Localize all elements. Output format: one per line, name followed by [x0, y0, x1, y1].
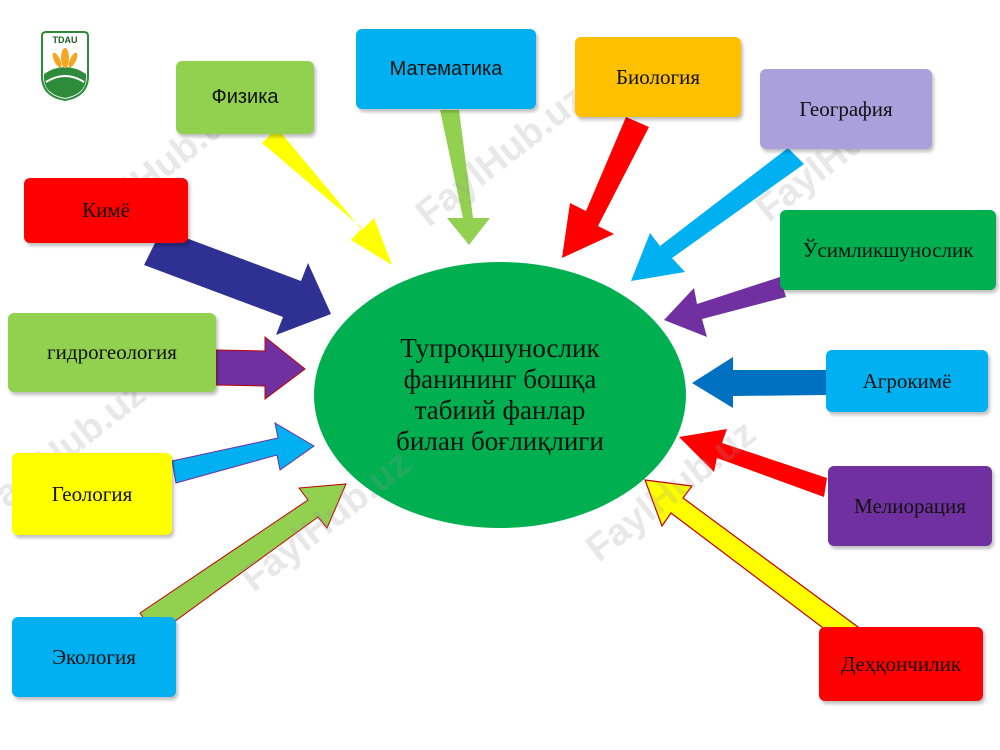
- node-geografiya: География: [760, 69, 932, 149]
- center-title-line: Тупроқшунослик: [400, 333, 600, 363]
- logo-text: TDAU: [53, 35, 78, 45]
- node-dehqonchilik: Деҳқончилик: [819, 627, 983, 701]
- node-fizika: Физика: [176, 61, 314, 134]
- arrow-usimlikshunoslik: [664, 277, 786, 337]
- arrow-agrokime: [692, 357, 826, 408]
- center-title: Тупроқшунослик фанининг бошқа табиий фан…: [330, 322, 670, 468]
- arrow-geografiya: [631, 148, 804, 281]
- arrow-dehqonchilik: [644, 479, 859, 644]
- node-agrokime: Агрокимё: [826, 350, 988, 412]
- node-matematika: Математика: [356, 29, 536, 109]
- node-kime: Кимё: [24, 178, 188, 243]
- arrow-ekologiya: [139, 483, 347, 636]
- arrow-geologiya: [171, 422, 315, 484]
- arrow-gidrogeologiya: [215, 335, 306, 400]
- node-melioratsiya: Мелиорация: [828, 466, 992, 546]
- arrow-kime: [144, 229, 331, 335]
- node-geologiya: Геология: [12, 453, 172, 535]
- node-biologiya: Биология: [575, 37, 741, 117]
- tdau-logo-icon: TDAU: [41, 31, 89, 102]
- center-title-line: фанининг бошқа: [403, 364, 597, 394]
- arrow-melioratsiya: [679, 429, 827, 497]
- node-ekologiya: Экология: [12, 617, 176, 697]
- center-title-line: билан боғлиқлиги: [396, 426, 604, 456]
- arrow-biologiya: [562, 117, 649, 258]
- node-gidrogeologiya: гидрогеология: [8, 313, 216, 392]
- arrow-fizika: [262, 128, 392, 265]
- center-title-line: табиий фанлар: [414, 395, 586, 425]
- arrow-matematika: [440, 110, 490, 245]
- node-usimlikshunoslik: Ўсимликшунослик: [780, 210, 996, 290]
- center-ellipse: [314, 262, 686, 528]
